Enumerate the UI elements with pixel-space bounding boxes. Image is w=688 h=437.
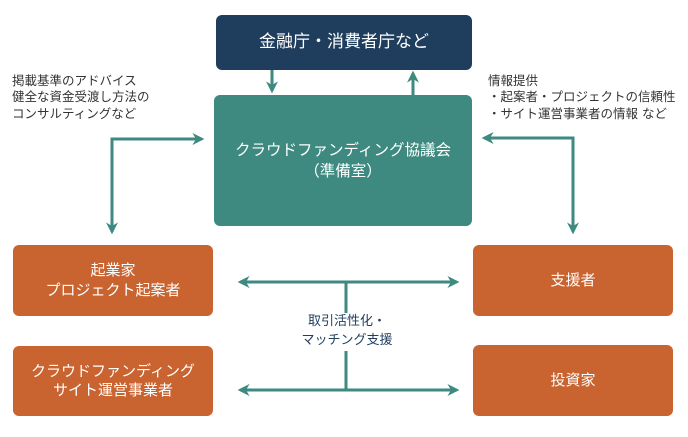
node-operator: クラウドファンディング サイト運営事業者 — [13, 346, 213, 416]
annotation-right-line: ・起案者・プロジェクトの信頼性 — [488, 89, 676, 105]
annotation-left-line: 健全な資金受渡し方法の — [12, 89, 150, 105]
arrow-supporter-association — [481, 132, 579, 235]
node-agency-label: 金融庁・消費者庁など — [259, 32, 429, 53]
node-association-label: クラウドファンディング協議会 — [235, 141, 451, 160]
node-operator-label: クラウドファンディング — [31, 361, 195, 380]
node-supporter: 支援者 — [473, 245, 673, 316]
node-association-sublabel: （準備室） — [304, 161, 382, 180]
node-agency: 金融庁・消費者庁など — [216, 15, 472, 70]
annotation-right-line: 情報提供 — [488, 73, 539, 88]
node-entrepreneur: 起業家 プロジェクト起案者 — [13, 245, 213, 316]
node-entrepreneur-sublabel: プロジェクト起案者 — [45, 280, 181, 299]
annotation-right: 情報提供 ・起案者・プロジェクトの信頼性 ・サイト運営事業者の情報 など — [488, 73, 676, 122]
annotation-center: 取引活性化・ マッチング支援 — [286, 313, 408, 351]
annotation-left-line: コンサルティングなど — [12, 105, 137, 121]
annotation-left-line: 掲載基準のアドバイス — [12, 73, 137, 88]
node-investor-label: 投資家 — [550, 370, 596, 389]
node-supporter-label: 支援者 — [550, 270, 596, 289]
annotation-right-line: ・サイト運営事業者の情報 など — [488, 105, 667, 121]
node-association: クラウドファンディング協議会 （準備室） — [214, 95, 472, 226]
node-investor: 投資家 — [473, 345, 673, 416]
annotation-center-line: マッチング支援 — [301, 332, 393, 348]
arrow-entrepreneur-association — [106, 133, 205, 235]
annotation-left: 掲載基準のアドバイス 健全な資金受渡し方法の コンサルティングなど — [12, 73, 150, 122]
node-entrepreneur-label: 起業家 — [90, 261, 136, 279]
node-operator-sublabel: サイト運営事業者 — [52, 381, 173, 399]
annotation-center-line: 取引活性化・ — [307, 314, 386, 329]
